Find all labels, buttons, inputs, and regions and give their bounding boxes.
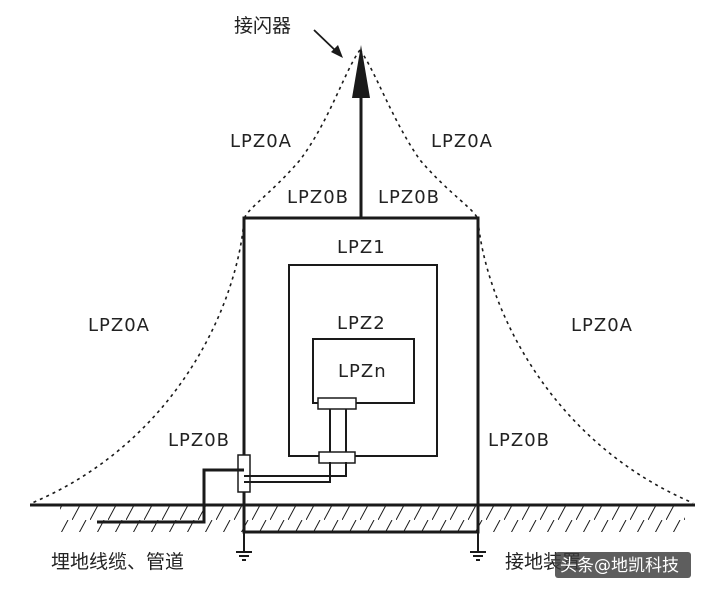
air-terminal-label: 接闪器 [234,15,291,37]
zone-label-lpz1: LPZ1 [337,237,386,258]
zone-label-outer-mid-left: LPZ0A [88,315,150,336]
zone-label-outer-mid-right: LPZ0A [571,315,633,336]
earth-symbol-right [470,551,486,561]
earth-symbol-left [236,551,252,561]
spd-block-lpz2 [318,451,356,464]
zone-label-side-right: LPZ0B [488,430,550,451]
air-terminal-tip [352,45,370,98]
spd-block-wall [237,454,251,493]
zone-label-outer-top-left: LPZ0A [230,131,292,152]
ground-hatch [60,506,685,532]
zone-label-lpzn: LPZn [338,361,387,382]
air-terminal-pointer-head [331,45,343,58]
lpz2-box [288,264,438,457]
buried-cable-label: 埋地线缆、管道 [51,551,184,573]
watermark-text: 头条@地凯科技 [560,556,679,576]
watermark-background [555,552,691,578]
zone-label-side-left: LPZ0B [168,430,230,451]
zone-label-roof-right: LPZ0B [378,187,440,208]
building-outline [242,216,480,534]
zone-label-lpz2: LPZ2 [337,313,386,334]
lpzn-box [312,338,415,404]
buried-cable [97,468,244,524]
zone-label-roof-left: LPZ0B [287,187,349,208]
zone-label-outer-top-right: LPZ0A [431,131,493,152]
spd-block-lpzn [317,397,357,410]
internal-cable-lower [244,462,331,483]
internal-cable-upper [244,462,347,477]
